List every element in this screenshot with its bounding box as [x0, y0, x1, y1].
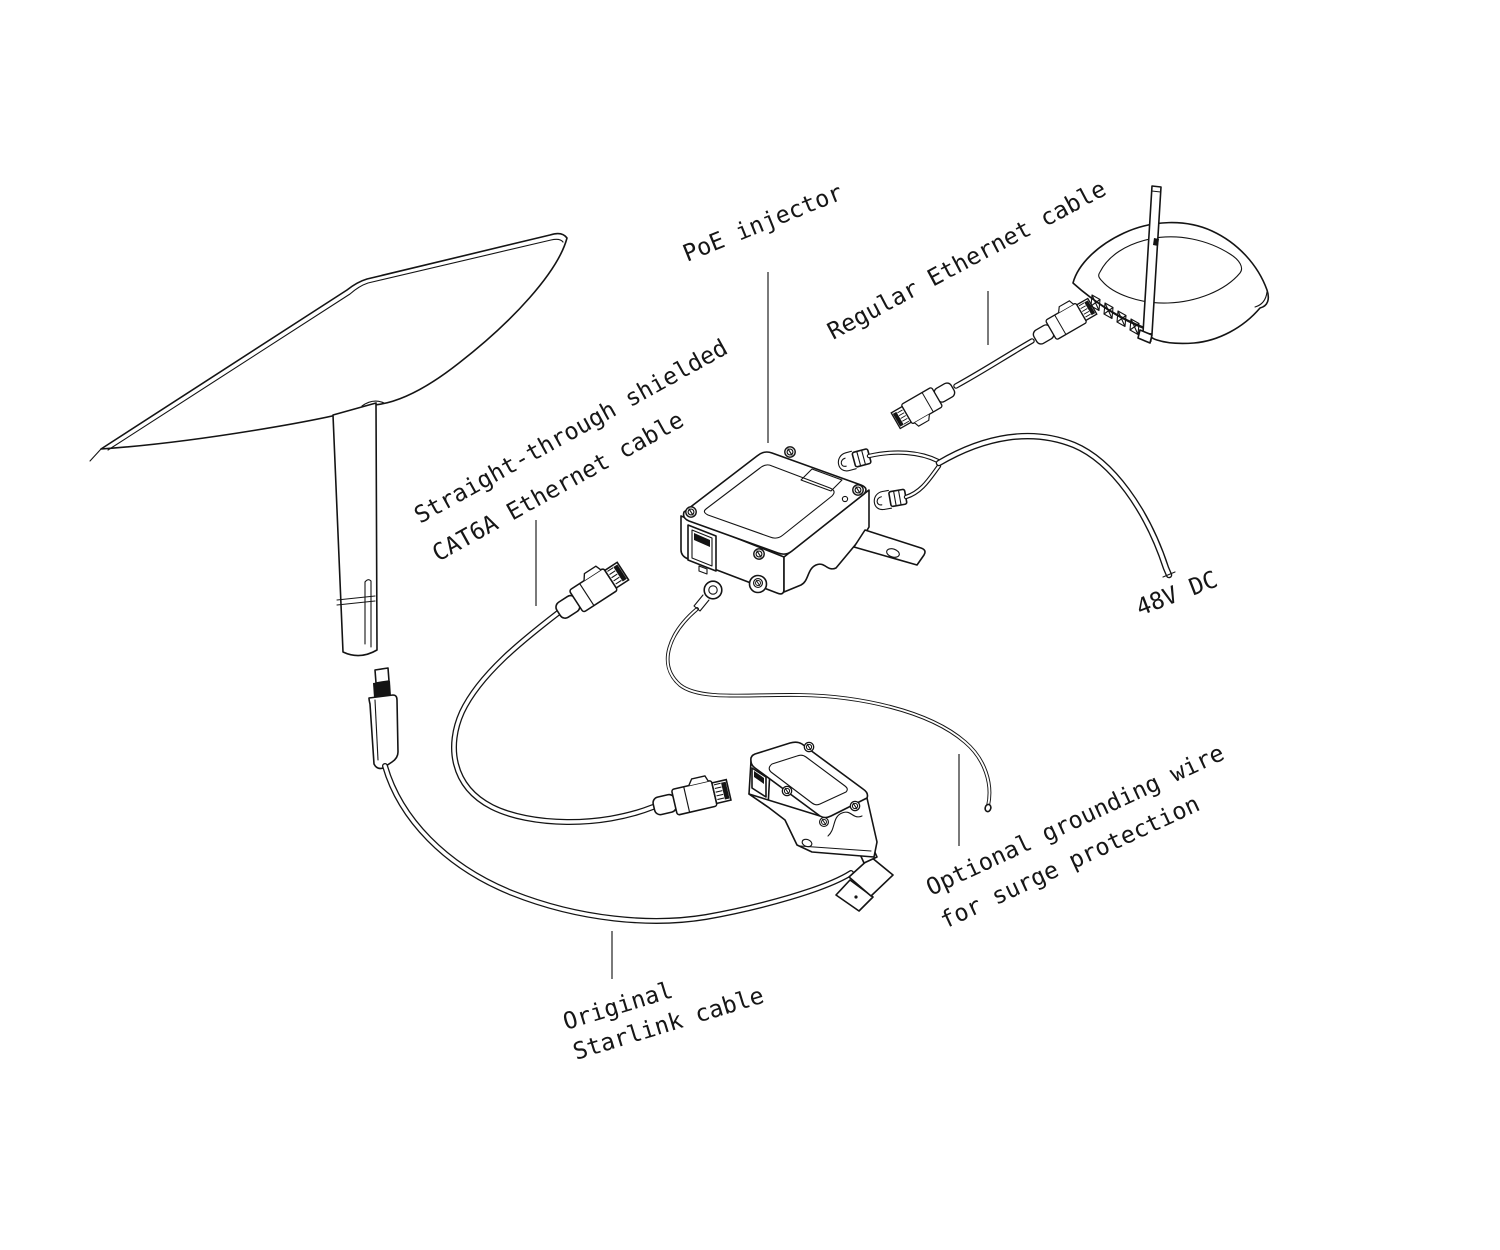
injector-screw-1 [685, 506, 697, 518]
dish-panel-edge-thickness [107, 238, 564, 451]
injector-screw-3 [852, 484, 864, 496]
ring-terminal-hole [708, 585, 718, 595]
dish-corner-tail [89, 448, 102, 462]
power-cable-core [937, 434, 1171, 577]
port-pins [694, 533, 710, 547]
mast-cable-slot [364, 579, 372, 648]
adapter-strain-relief [827, 811, 863, 837]
power-fork-terminals [837, 448, 908, 510]
dish-panel [100, 232, 568, 450]
injector-right-face [783, 489, 870, 593]
rj45-plug-to-router [1026, 291, 1099, 350]
fork-wire-2-outline [903, 463, 942, 500]
adapter-port-pins [754, 771, 764, 784]
connector-tip [374, 667, 390, 684]
regular-ethernet-cable [889, 291, 1099, 436]
poe-injector [680, 446, 926, 595]
ground-wire-core [666, 608, 991, 807]
ground-wire-tip [984, 803, 992, 813]
adapter-flange-hole [801, 838, 813, 848]
starlink-cable-connector [368, 667, 399, 770]
adapter-rj45-port [751, 767, 767, 798]
adapter-screw-2 [781, 785, 793, 797]
rj45-plug-to-injector [547, 554, 631, 625]
antenna-connector-mark [1153, 238, 1159, 246]
rj45-plug-to-adapter [648, 770, 733, 821]
mast-joint-seam [336, 595, 376, 606]
adapter-base-edge [799, 845, 872, 852]
port-latch-slot [698, 565, 708, 575]
injector-top-face [682, 451, 867, 555]
router-body [1072, 221, 1270, 345]
injector-lid-recess [703, 464, 835, 539]
antenna-foot [1137, 329, 1153, 344]
connector-band [373, 681, 391, 698]
power-cable-end [1162, 571, 1176, 578]
injector-sticker [800, 468, 843, 492]
adapter-lid-recess [768, 754, 848, 806]
fork-terminal-1 [837, 448, 872, 472]
antenna-cap-line [1151, 190, 1162, 193]
router-right-fold [1254, 291, 1268, 308]
router [1072, 185, 1270, 345]
plug-dot [854, 895, 858, 899]
ring-terminal [703, 580, 723, 600]
power-cable-outline [935, 432, 1173, 579]
regular-cable-core [954, 339, 1034, 388]
cat6a-cable-core [452, 611, 655, 824]
router-antenna [1142, 185, 1162, 335]
injector-rj45-port [687, 524, 717, 575]
fork-wire-2-core [904, 464, 941, 499]
boss-screw [752, 577, 764, 589]
ring-terminal-crimp [693, 594, 710, 612]
original-cable-core [383, 764, 853, 923]
port-inner [691, 529, 713, 567]
injector-screw-2 [784, 446, 796, 458]
connector-body [368, 694, 399, 770]
fork-wire-1-core [867, 451, 940, 463]
starlink-dish [89, 232, 568, 657]
rj45-plug-loose-end [889, 377, 962, 436]
adapter-screw-4 [818, 816, 830, 828]
original-cable-outline [382, 763, 854, 924]
adapter-box [748, 741, 878, 858]
label-poe-injector: PoE injector [679, 178, 847, 268]
injector-flange [853, 529, 926, 566]
injector-led [841, 495, 849, 503]
mast-top-cap [361, 400, 385, 407]
cat6a-cable-outline [451, 610, 656, 825]
cat6a-ethernet-cable [451, 554, 733, 825]
leader-lines [535, 272, 989, 979]
dish-mast [332, 402, 378, 657]
grounding-wire [665, 580, 992, 813]
injector-flange-hole [886, 548, 900, 558]
connector-body-line [374, 699, 379, 761]
adapter-screw-1 [803, 741, 815, 753]
label-48v-dc: 48V DC [1132, 565, 1221, 622]
fork-terminal-2 [873, 488, 908, 510]
injector-screw-4 [753, 548, 765, 560]
adapter-screw-3 [849, 800, 861, 812]
power-cable-48v [866, 432, 1176, 579]
